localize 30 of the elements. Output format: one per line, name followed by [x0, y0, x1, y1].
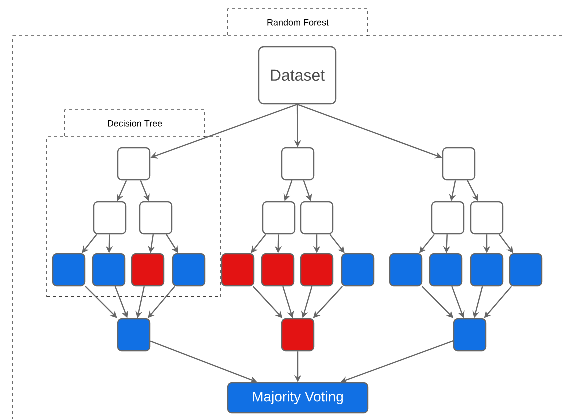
- split-node-box: [300, 201, 334, 235]
- vote-box: [281, 318, 315, 352]
- vote-box: [221, 253, 255, 287]
- split-node-box: [470, 201, 504, 235]
- vote-box: [131, 253, 165, 287]
- vote-box: [261, 253, 295, 287]
- vote-box: [172, 253, 206, 287]
- dataset-box: Dataset: [258, 46, 337, 105]
- vote-box: [52, 253, 86, 287]
- vote-box: [509, 253, 543, 287]
- split-node-box: [281, 147, 315, 181]
- vote-box: [92, 253, 126, 287]
- arrow: [85, 286, 118, 318]
- split-node-box: [262, 201, 296, 235]
- vote-box: [300, 253, 334, 287]
- split-node-box: [93, 201, 127, 235]
- node-label: Random Forest: [268, 19, 329, 26]
- result-box: Majority Voting: [227, 382, 369, 414]
- split-node-box: [442, 147, 476, 181]
- vote-box: [429, 253, 463, 287]
- node-label: Decision Tree: [108, 120, 162, 127]
- vote-box: [117, 318, 151, 352]
- group-frame: Decision Tree: [46, 110, 222, 298]
- split-node-box: [431, 201, 465, 235]
- vote-box: [470, 253, 504, 287]
- vote-box: [389, 253, 423, 287]
- vote-box: [341, 253, 375, 287]
- split-node-box: [117, 147, 151, 181]
- split-node-box: [139, 201, 173, 235]
- vote-box: [453, 318, 487, 352]
